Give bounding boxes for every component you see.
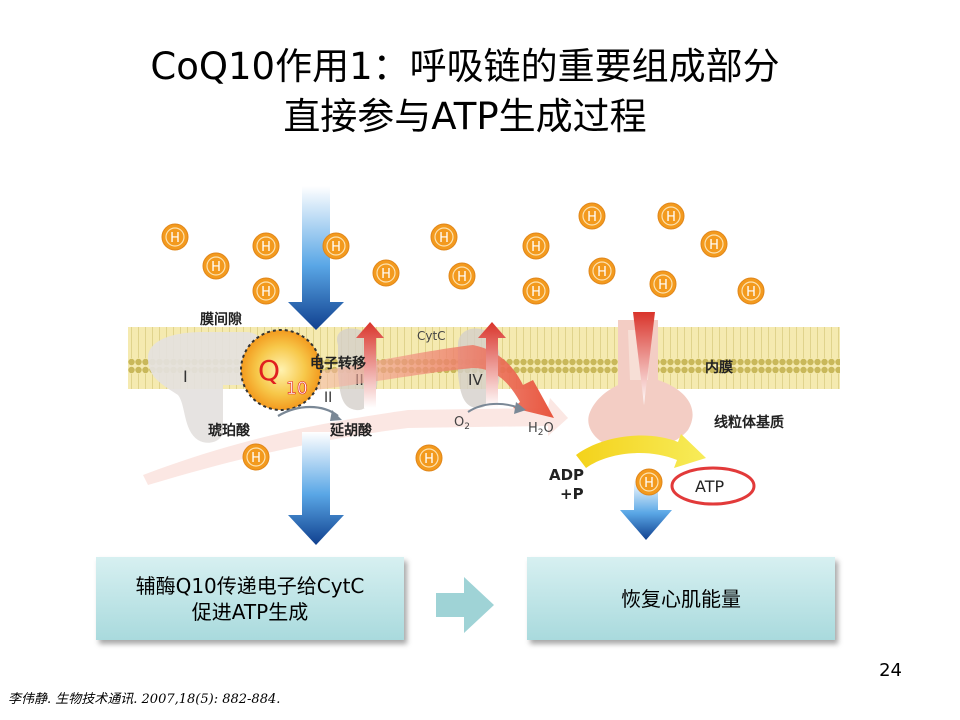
slide-title-line2: 直接参与ATP生成过程 [283, 95, 647, 138]
proton-label: H [261, 285, 271, 300]
complex-I-label: I [183, 367, 188, 386]
coq10-q: Q [258, 354, 280, 387]
h2o-o: O [544, 421, 554, 436]
complex-IV-label: IV [468, 371, 483, 389]
proton-ring [653, 274, 673, 294]
proton-label: H [597, 265, 607, 280]
proton-ring [326, 236, 346, 256]
blue-arrow-bottom-left [288, 432, 344, 545]
coq10-function-box: 辅酶Q10传递电子给CytC 促进ATP生成 [96, 557, 404, 640]
proton-ring [165, 227, 185, 247]
proton-ring [256, 236, 276, 256]
restore-energy-box: 恢复心肌能量 [527, 557, 835, 640]
restore-energy-text: 恢复心肌能量 [621, 586, 741, 611]
proton-label: H [666, 210, 676, 225]
proton-ring [526, 281, 546, 301]
proton-ring [704, 234, 724, 254]
proton-pump-arrow-III [356, 322, 384, 408]
o2-o: O [454, 415, 464, 430]
proton-label: H [709, 238, 719, 253]
respiratory-chain-diagram: I III IV Q 10 II ATP 膜间隙 电子转移 CytC 内膜 线粒… [128, 186, 840, 545]
proton-label: H [658, 278, 668, 293]
page-number: 24 [879, 660, 902, 681]
matrix-label: 线粒体基质 [714, 414, 784, 431]
proton-ring [246, 447, 266, 467]
complex-I [148, 332, 266, 443]
o2-h2o-arrowhead [514, 402, 526, 414]
proton-ring [741, 281, 761, 301]
electron-flow-arrow [143, 398, 568, 485]
proton-pump-arrow-IV [478, 322, 506, 408]
succinate-fumarate-arrowhead [330, 410, 342, 421]
succinate-label: 琥珀酸 [208, 422, 251, 439]
proton-label: H [211, 260, 221, 275]
atp-oval [670, 466, 756, 506]
h2o-subscript: 2 [538, 428, 544, 438]
fumarate-label: 延胡酸 [329, 422, 373, 439]
proton-label: H [587, 210, 597, 225]
blue-arrow-top [288, 186, 344, 330]
proton-ring [639, 472, 659, 492]
o2-label: O2 [454, 415, 470, 432]
proton-label: H [381, 267, 391, 282]
proton-ring [582, 206, 602, 226]
proton-group: H H H H H H H H H H H H H H H H H H H [161, 202, 765, 496]
cytc-label: CytC [417, 329, 446, 343]
proton-ring [206, 256, 226, 276]
complex-II-label: II [324, 390, 332, 406]
o2-subscript: 2 [464, 422, 470, 432]
atp-label: ATP [695, 477, 724, 496]
proton-label: H [261, 240, 271, 255]
proton-ring [434, 227, 454, 247]
proton-ring [592, 261, 612, 281]
coq10-circle [240, 329, 322, 411]
proton-ring [661, 206, 681, 226]
proton-label: H [457, 270, 467, 285]
citation: 李伟静. 生物技术通讯. 2007,18(5): 882-884. [8, 692, 281, 707]
result-arrow-shape [436, 577, 494, 633]
proton-label: H [531, 240, 541, 255]
proton-label: H [746, 285, 756, 300]
plus-p-label: +P [560, 485, 584, 503]
proton-ring [419, 448, 439, 468]
proton-label: H [251, 451, 261, 466]
result-arrow [436, 577, 494, 633]
coq10-num: 10 [286, 379, 308, 399]
proton-label: H [531, 285, 541, 300]
proton-label: H [424, 452, 434, 467]
atp-synthase [588, 320, 693, 451]
adp-to-atp-arrow [576, 434, 706, 468]
proton-flow-arrow [633, 312, 655, 405]
electron-transfer-label: 电子转移 [310, 355, 366, 372]
intermembrane-space-label: 膜间隙 [200, 311, 242, 328]
proton-label: H [439, 231, 449, 246]
proton-label: H [331, 240, 341, 255]
proton-ring [256, 281, 276, 301]
h2o-h: H [528, 421, 538, 436]
proton-ring [452, 266, 472, 286]
h2o-label: H2O [528, 421, 554, 438]
proton-label: H [170, 231, 180, 246]
coq10-function-line1: 辅酶Q10传递电子给CytC [135, 573, 365, 598]
slide-title-line1: CoQ10作用1：呼吸链的重要组成部分 [150, 45, 780, 88]
proton-ring [526, 236, 546, 256]
proton-ring [376, 263, 396, 283]
proton-label: H [644, 476, 654, 491]
inner-membrane-label: 内膜 [705, 359, 733, 376]
coq10-function-line2: 促进ATP生成 [191, 599, 309, 624]
adp-label: ADP [549, 466, 584, 484]
blue-arrow-bottom-right [620, 480, 672, 540]
